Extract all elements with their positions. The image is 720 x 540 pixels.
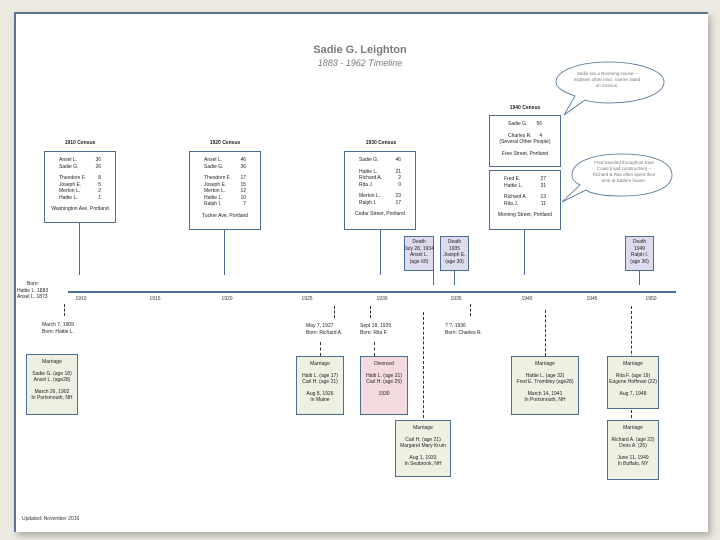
census-address: Washington Ave, Portland	[51, 206, 109, 212]
timeline-axis	[68, 291, 676, 293]
page-title: Sadie G. Leighton	[313, 44, 407, 56]
census-row: Sadie G.26	[59, 163, 101, 170]
census-1930-box: Sadie G.46 Hattie L.21 Richard A.2 Rita …	[344, 151, 416, 230]
callout-fred-travel: Fred traveled throughout East Coast (roa…	[592, 160, 656, 183]
census-row: Charles R.4	[508, 132, 542, 139]
axis-tick-label: 1950	[645, 296, 657, 302]
dashed-connector	[374, 342, 375, 356]
census-row: Merton L.2	[59, 188, 101, 194]
census-row: Theodore F.17	[204, 175, 246, 181]
axis-tick-label: 1915	[149, 296, 161, 302]
event-box-marriage: Marriage Hattie L. (age 32)Fred E. Tromb…	[511, 356, 579, 415]
census-address: Free Street, Portland	[501, 150, 549, 157]
axis-tick-label: 1920	[221, 296, 233, 302]
dashed-connector	[545, 310, 546, 356]
census-row: Fred E.27	[504, 176, 546, 182]
event-box-divorce: Divorced Hatti L. (age 21)Carl H. (age 2…	[360, 356, 408, 415]
census-1910-box: Ansel L.36 Sadie G.26 Theodore F.8 Josep…	[44, 151, 116, 223]
census-row: Sadie G.46	[359, 157, 401, 163]
census-1920-box: Ansel L.46 Sadie G.36 Theodore F.17 Jose…	[189, 151, 261, 230]
census-row: Ralph I.17	[359, 199, 401, 206]
census-row: Joseph E.15	[204, 181, 246, 188]
dashed-connector	[423, 312, 424, 418]
dashed-connector	[470, 304, 471, 316]
axis-tick-label: 1930	[376, 296, 388, 302]
axis-tick-label: 1925	[301, 296, 313, 302]
census-1940-label: 1940 Census	[509, 105, 541, 111]
dashed-connector	[64, 304, 65, 316]
page-subtitle: 1883 - 1962 Timeline	[317, 58, 403, 68]
census-1940-box-1: Sadie G.56 Charles R.4 (Several Other Pe…	[489, 115, 561, 167]
census-address: Morning Street, Portland	[497, 212, 553, 218]
census-row: Merton L.12	[204, 188, 246, 194]
census-row: Rita J.0	[359, 181, 401, 188]
census-row: Ralph I.7	[204, 201, 246, 207]
axis-tick-label: 1945	[586, 296, 598, 302]
event-box-marriage: Marriage Richard A. (age 22)Doris A. (25…	[607, 420, 659, 480]
event-box-marriage: Marriage Carl H. (age 21)Margaret Mary K…	[395, 420, 451, 477]
census-1940-box-2: Fred E.27 Hattie L.31 Richard A.13 Rita …	[489, 170, 561, 230]
census-row: Joseph E.5	[59, 181, 101, 188]
connector-line	[380, 230, 381, 275]
updated-note: Updated: November 2016	[22, 516, 80, 522]
census-row: Ansel L.46	[204, 157, 246, 163]
event-box-marriage: Marriage Rita F. (age 19)Eugene Hoffman …	[607, 356, 659, 409]
connector-line	[454, 271, 455, 285]
census-1910-label: 1910 Census	[64, 140, 96, 146]
census-row: Sadie G.36	[204, 163, 246, 170]
connector-line	[433, 271, 434, 285]
connector-line	[224, 230, 225, 275]
speech-bubble-rooming	[555, 61, 665, 116]
census-row: Merton L.23	[359, 193, 401, 199]
axis-tick-label: 1940	[521, 296, 533, 302]
census-row: Hattie L.21	[359, 168, 401, 175]
census-row: Richard A.13	[504, 194, 546, 200]
callout-rooming-house: Sadie ran a Rooming House – explains oth…	[573, 71, 641, 88]
dashed-connector	[320, 342, 321, 356]
census-row: Hattie L.10	[204, 194, 246, 201]
census-row: Rita J.11	[504, 200, 546, 207]
event-box-marriage: Marriage Hatti L. (age 17)Carl H. (age 2…	[296, 356, 344, 415]
born-label: Born: Hattie L. 1883 Ansel L. 1873	[17, 281, 49, 300]
axis-tick-label: 1935	[450, 296, 462, 302]
census-1920-label: 1920 Census	[209, 140, 241, 146]
census-1930-label: 1930 Census	[365, 140, 397, 146]
census-row: Sadie G.56	[508, 121, 542, 127]
census-row: Hattie L.31	[504, 182, 546, 189]
census-row: Theodore F.8	[59, 175, 101, 181]
census-row: Hattie L.1	[59, 194, 101, 201]
dashed-connector	[334, 306, 335, 318]
census-row: Ansel L.36	[59, 157, 101, 163]
dashed-connector	[370, 306, 371, 318]
census-address: Tucker Ave, Portland	[201, 212, 249, 219]
connector-line	[639, 271, 640, 285]
connector-line	[524, 230, 525, 275]
speech-bubble-fred	[561, 153, 673, 203]
census-extra: (Several Other People)	[499, 139, 551, 145]
event-box-marriage: Marriage Sadie G. (age 18)Ansel L. (age2…	[26, 354, 78, 415]
census-row: Richard A.2	[359, 175, 401, 181]
connector-line	[79, 223, 80, 275]
census-address: Cedar Street, Portland	[355, 211, 405, 217]
axis-tick-label: 1910	[75, 296, 87, 302]
